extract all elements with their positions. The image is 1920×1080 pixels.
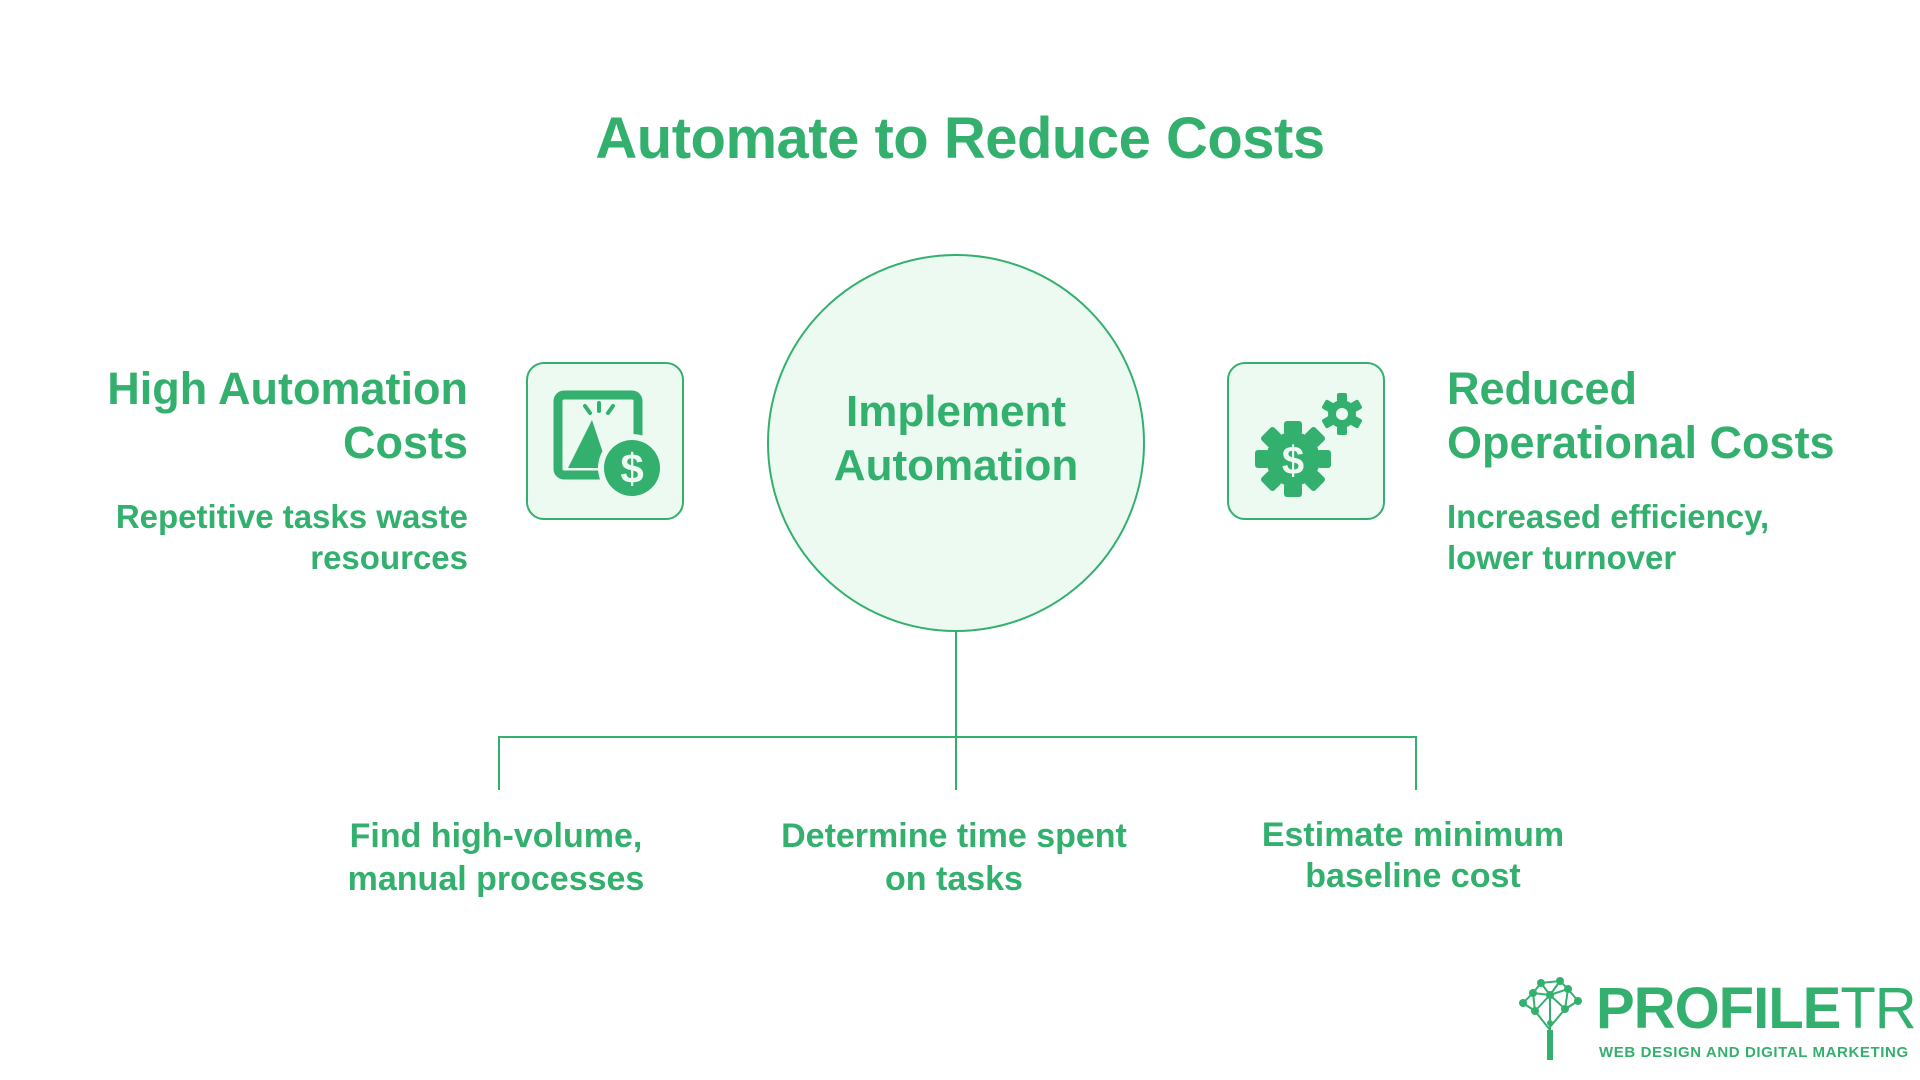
right-heading: Reduced Operational Costs — [1447, 362, 1887, 470]
gear-dollar-icon: $ — [1255, 393, 1362, 497]
logo-wordmark: PROFILETREE — [1596, 980, 1920, 1038]
connector-drop-right — [1415, 736, 1417, 790]
page-title: Automate to Reduce Costs — [595, 106, 1325, 171]
connector-horizontal — [498, 736, 1417, 738]
logo-name-tree: TREE — [1840, 976, 1920, 1041]
right-title-line2: Operational Costs — [1447, 417, 1835, 468]
left-desc-line2: resources — [310, 539, 468, 576]
step-1: Find high-volume, manual processes — [296, 815, 696, 901]
step-1-line2: manual processes — [347, 860, 645, 898]
step-1-line1: Find high-volume, — [349, 817, 643, 855]
profiletree-logo — [1513, 975, 1588, 1065]
step-3: Estimate minimum baseline cost — [1213, 815, 1613, 897]
left-title-line2: Costs — [342, 417, 468, 468]
right-description: Increased efficiency, lower turnover — [1447, 496, 1887, 578]
center-node — [767, 254, 1145, 632]
left-icon-box: $ — [526, 362, 684, 520]
left-heading: High Automation Costs — [60, 362, 468, 470]
center-label-line1: Implement — [845, 387, 1067, 436]
right-desc-line2: lower turnover — [1447, 539, 1677, 576]
left-description: Repetitive tasks waste resources — [60, 496, 468, 578]
step-2-line2: on tasks — [885, 860, 1023, 898]
svg-text:$: $ — [1282, 439, 1304, 483]
image-dollar-icon: $ — [553, 390, 666, 502]
step-2: Determine time spent on tasks — [754, 815, 1154, 901]
svg-text:$: $ — [620, 445, 643, 492]
step-3-line2: baseline cost — [1305, 857, 1521, 895]
right-icon-box: $ — [1227, 362, 1385, 520]
logo-tagline: WEB DESIGN AND DIGITAL MARKETING — [1599, 1044, 1909, 1061]
connector-drop-left — [498, 736, 500, 790]
left-desc-line1: Repetitive tasks waste — [115, 498, 468, 535]
step-3-line1: Estimate minimum — [1261, 816, 1565, 854]
right-desc-line1: Increased efficiency, — [1447, 498, 1770, 535]
step-2-line1: Determine time spent — [781, 817, 1127, 855]
connector-vertical-center — [955, 632, 957, 790]
tree-network-icon — [1519, 977, 1582, 1060]
left-title-line1: High Automation — [107, 363, 468, 414]
right-title-line1: Reduced — [1447, 363, 1638, 414]
center-label-line2: Automation — [833, 441, 1079, 490]
logo-name-profile: PROFILE — [1596, 976, 1841, 1041]
center-label: Implement Automation — [767, 385, 1145, 493]
